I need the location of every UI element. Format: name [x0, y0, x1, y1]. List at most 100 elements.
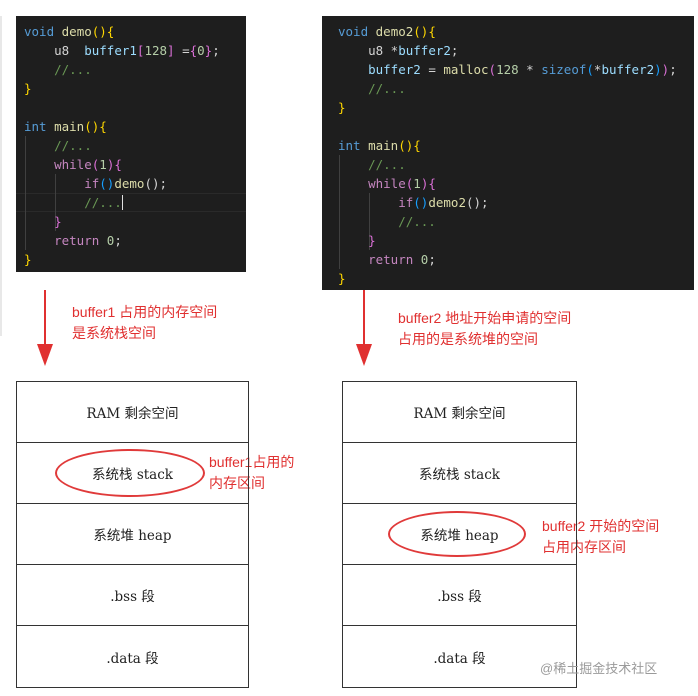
- down-arrow-left: [37, 290, 53, 366]
- code-line: return 0;: [338, 250, 694, 269]
- code-line: return 0;: [24, 231, 246, 250]
- code-token: ): [420, 176, 429, 191]
- code-line: u8 buffer1[128] ={0};: [24, 41, 246, 60]
- code-token: ): [106, 157, 115, 172]
- memory-row-data: .data 段: [106, 650, 159, 667]
- code-line: }: [24, 79, 246, 98]
- code-token: (){: [398, 138, 421, 153]
- code-token: (: [488, 62, 497, 77]
- code-token: demo: [61, 24, 92, 39]
- code-token: ;: [212, 43, 220, 58]
- highlight-ellipse-heap: [388, 511, 526, 557]
- memory-row-ram-free: RAM 剩余空间: [343, 382, 576, 443]
- memory-row-data: .data 段: [433, 650, 486, 667]
- code-token: //...: [338, 157, 406, 172]
- code-token: [361, 138, 369, 153]
- code-token: buffer1: [84, 43, 137, 58]
- code-token: void: [24, 24, 55, 39]
- code-token: [338, 176, 368, 191]
- annotation-right-table: buffer2 开始的空间 占用内存区间: [542, 516, 659, 558]
- code-token: if: [398, 195, 414, 210]
- code-panel-demo2: void demo2(){ u8 *buffer2; buffer2 = mal…: [322, 16, 694, 290]
- code-line: //...: [24, 60, 246, 79]
- code-line: //...: [24, 193, 246, 212]
- page-margin-rule: [0, 16, 2, 336]
- text-caret: [122, 195, 123, 210]
- code-lines: void demo(){ u8 buffer1[128] ={0}; //...…: [24, 22, 246, 269]
- code-token: demo: [114, 176, 145, 191]
- code-token: buffer2: [398, 43, 451, 58]
- memory-row-bss: .bss 段: [343, 565, 576, 626]
- annotation-left-arrow: buffer1 占用的内存空间 是系统栈空间: [72, 302, 217, 344]
- code-token: (){: [413, 24, 436, 39]
- code-token: (){: [84, 119, 107, 134]
- code-token: (: [405, 176, 414, 191]
- annotation-line: 占用的是系统堆的空间: [398, 331, 538, 347]
- code-token: buffer2: [368, 62, 421, 77]
- annotation-line: buffer2 开始的空间: [542, 518, 660, 534]
- code-token: [99, 233, 107, 248]
- code-token: malloc: [443, 62, 489, 77]
- code-token: [413, 252, 421, 267]
- code-token: demo2: [428, 195, 466, 210]
- code-token: =: [420, 62, 444, 77]
- code-token: [338, 195, 398, 210]
- memory-layout-left: RAM 剩余空间 系统栈 stack 系统堆 heap .bss 段 .data…: [16, 381, 249, 688]
- code-token: if: [84, 176, 100, 191]
- code-token: {: [428, 176, 436, 191]
- code-token: (): [99, 176, 115, 191]
- code-token: }: [338, 271, 346, 286]
- code-token: //...: [338, 81, 406, 96]
- code-token: while: [54, 157, 92, 172]
- code-line: buffer2 = malloc(128 * sizeof(*buffer2))…: [338, 60, 694, 79]
- code-token: 1: [413, 176, 421, 191]
- code-token: 0: [197, 43, 205, 58]
- code-line: }: [24, 212, 246, 231]
- code-token: 128: [144, 43, 168, 58]
- annotation-left-table: buffer1占用的 内存区间: [209, 452, 294, 494]
- code-token: int: [24, 119, 47, 134]
- code-line: void demo(){: [24, 22, 246, 41]
- code-token: }: [24, 252, 32, 267]
- code-line: //...: [338, 155, 694, 174]
- annotation-line: buffer1占用的: [209, 454, 295, 470]
- code-token: ]: [167, 43, 175, 58]
- code-line: void demo2(){: [338, 22, 694, 41]
- annotation-line: buffer1 占用的内存空间: [72, 304, 218, 320]
- code-token: main: [54, 119, 85, 134]
- code-line: while(1){: [24, 155, 246, 174]
- code-line: if()demo();: [24, 174, 246, 193]
- code-token: 1: [99, 157, 107, 172]
- code-token: ;: [669, 62, 677, 77]
- current-line-highlight: [16, 193, 246, 212]
- code-token: }: [338, 100, 346, 115]
- indent-guide: [25, 136, 26, 250]
- code-token: (: [586, 62, 594, 77]
- code-token: *: [593, 62, 602, 77]
- code-token: ();: [465, 195, 489, 210]
- code-token: 0: [420, 252, 429, 267]
- indent-guide: [369, 193, 370, 250]
- code-token: u8 *: [338, 43, 399, 58]
- code-token: (: [91, 157, 100, 172]
- code-token: [24, 176, 84, 191]
- annotation-right-arrow: buffer2 地址开始申请的空间 占用的是系统堆的空间: [398, 308, 571, 350]
- code-token: //...: [338, 214, 436, 229]
- indent-guide: [339, 155, 340, 269]
- annotation-line: 占用内存区间: [542, 539, 626, 555]
- code-line: //...: [338, 79, 694, 98]
- code-token: (){: [91, 24, 115, 39]
- indent-guide: [55, 174, 56, 231]
- code-token: ): [654, 62, 662, 77]
- code-token: [24, 157, 54, 172]
- code-token: u8: [24, 43, 85, 58]
- code-token: {: [114, 157, 122, 172]
- code-token: ;: [114, 233, 122, 248]
- code-token: //...: [24, 62, 92, 77]
- code-token: ();: [144, 176, 168, 191]
- code-token: [47, 119, 55, 134]
- code-token: }: [368, 233, 376, 248]
- code-token: return: [368, 252, 414, 267]
- code-token: [: [136, 43, 145, 58]
- memory-row-ram-free: RAM 剩余空间: [17, 382, 248, 443]
